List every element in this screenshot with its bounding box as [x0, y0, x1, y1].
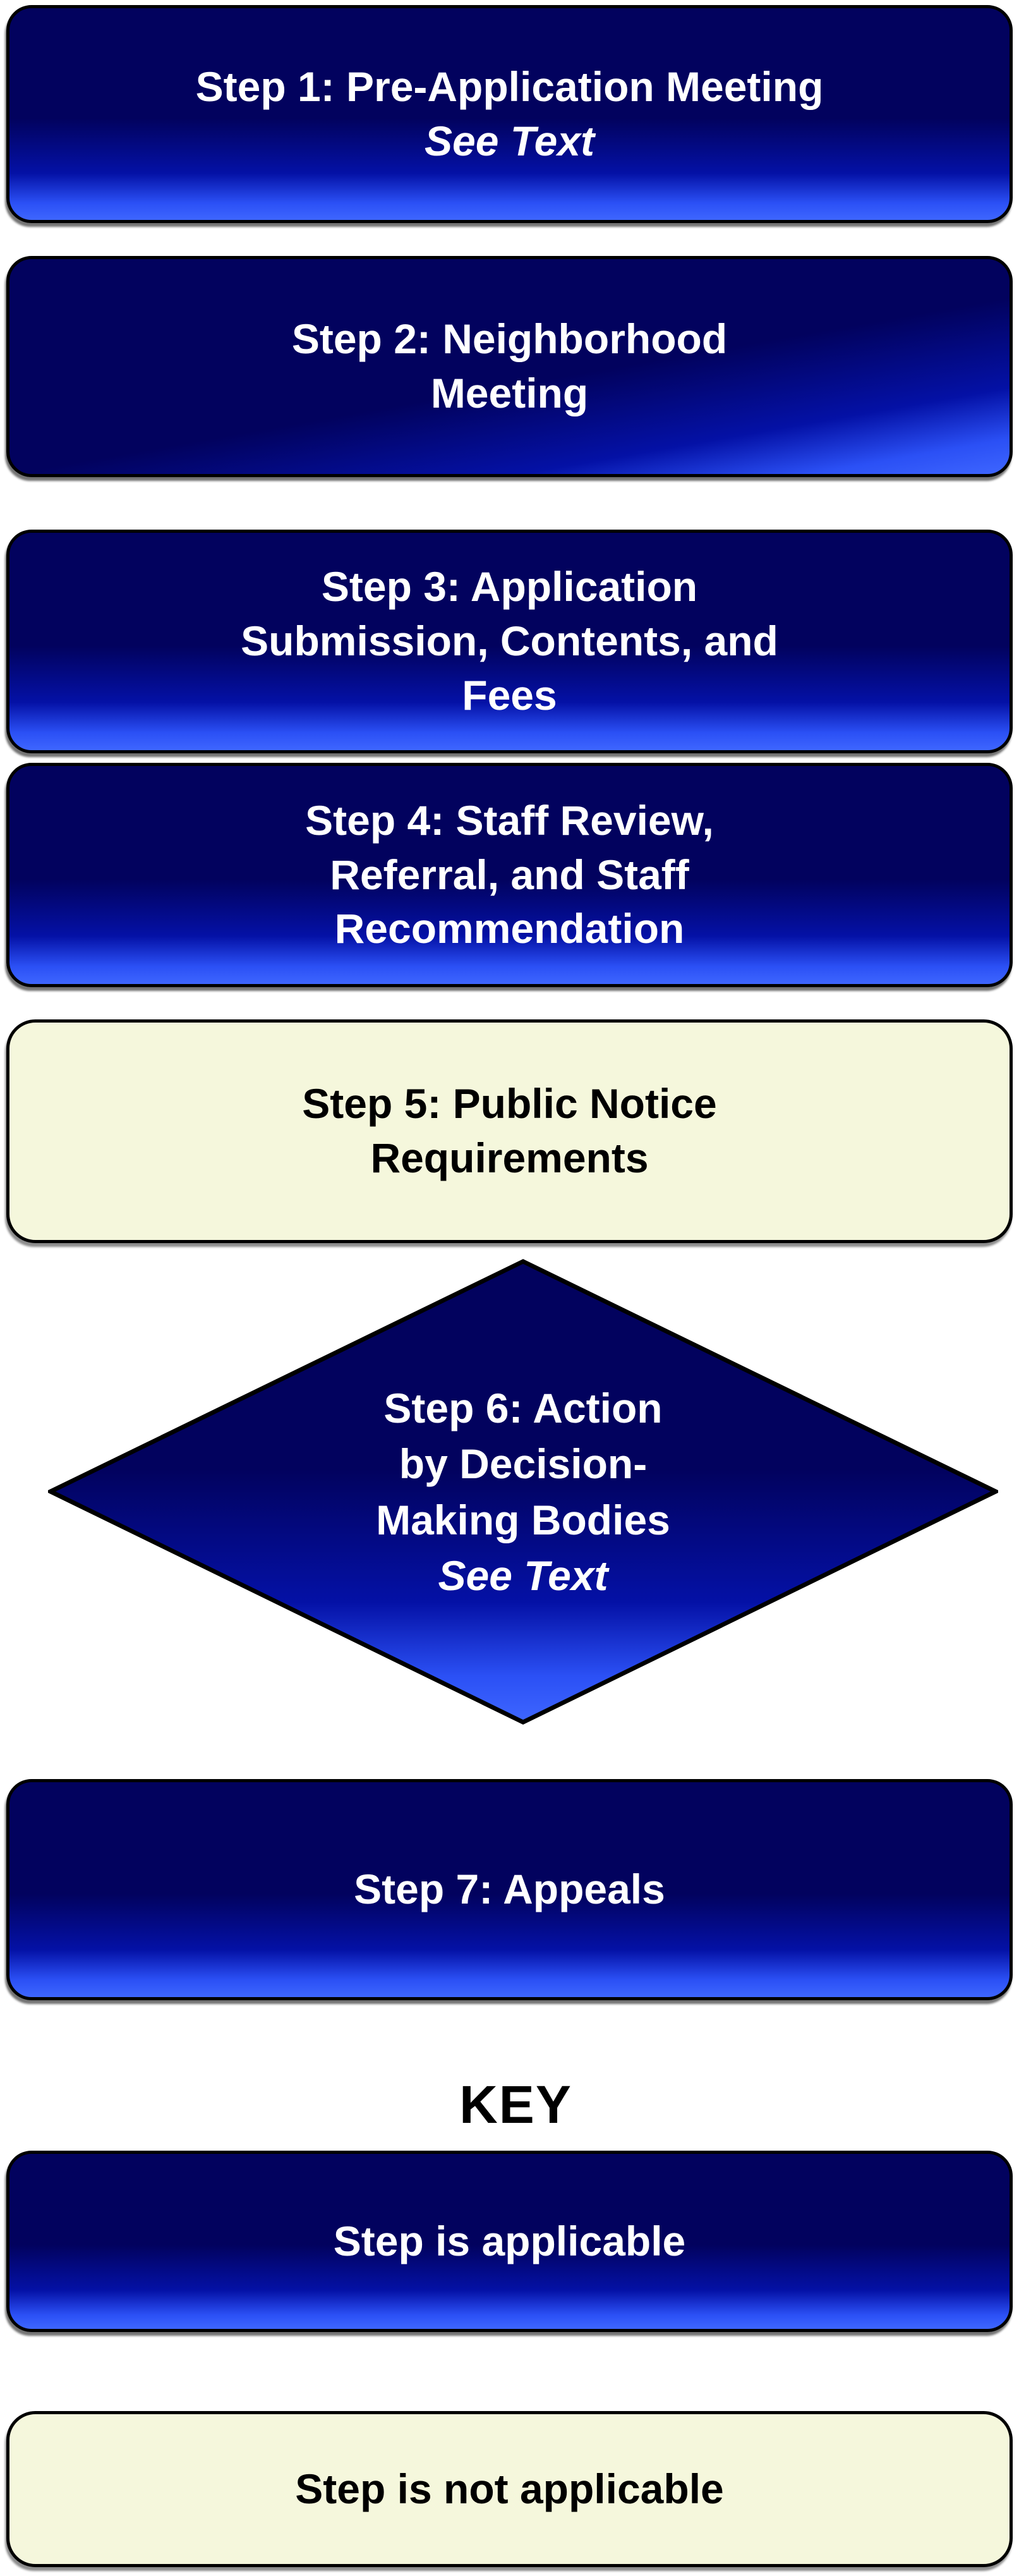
key-item-not-applicable-label: Step is not applicable [295, 2465, 724, 2512]
step-1-label: Step 1: Pre-Application Meeting [195, 63, 824, 110]
step-2-label-line-1: Step 2: Neighborhood [291, 315, 728, 363]
step-6-diamond-shape [48, 1259, 998, 1725]
step-4-box: Step 4: Staff Review, Referral, and Staf… [6, 763, 1013, 987]
step-5-label-line-2: Requirements [370, 1134, 649, 1181]
key-item-applicable-label: Step is applicable [333, 2217, 686, 2264]
step-3-label-line-3: Fees [462, 671, 557, 719]
key-item-applicable: Step is applicable [6, 2151, 1013, 2332]
step-6-label-line-2: by Decision- [399, 1440, 648, 1488]
diamond-outline [48, 1259, 998, 1725]
step-5-box: Step 5: Public Notice Requirements [6, 1019, 1013, 1243]
step-4-label-line-2: Referral, and Staff [330, 851, 689, 898]
step-6-note: See Text [438, 1552, 608, 1599]
step-2-label-line-2: Meeting [430, 370, 589, 416]
step-1-note: See Text [424, 117, 595, 164]
step-1-box: Step 1: Pre-Application Meeting See Text [6, 5, 1013, 223]
step-3-label-line-1: Step 3: Application [321, 563, 698, 611]
step-4-label-line-1: Step 4: Staff Review, [305, 796, 714, 844]
key-item-not-applicable: Step is not applicable [6, 2411, 1013, 2567]
step-6-label-line-1: Step 6: Action [383, 1384, 663, 1431]
step-6-label-line-3: Making Bodies [376, 1496, 670, 1543]
step-5-label-line-1: Step 5: Public Notice [302, 1080, 717, 1127]
step-7-box: Step 7: Appeals [6, 1779, 1013, 2000]
key-title: KEY [459, 2074, 572, 2134]
step-3-box: Step 3: Application Submission, Contents… [6, 530, 1013, 753]
step-7-label: Step 7: Appeals [354, 1866, 665, 1913]
step-6-text: Step 6: Action by Decision- Making Bodie… [48, 1259, 998, 1725]
step-4-label-line-3: Recommendation [334, 905, 685, 952]
step-6-diamond [48, 1259, 998, 1725]
step-3-label-line-2: Submission, Contents, and [241, 617, 778, 665]
step-2-box: Step 2: Neighborhood Meeting [6, 256, 1013, 477]
